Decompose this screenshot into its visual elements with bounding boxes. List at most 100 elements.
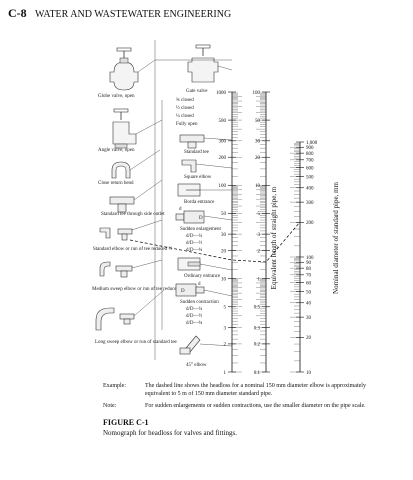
scale-mid-tick-label: 50: [255, 119, 261, 124]
scale-right-tick-label: 10: [306, 371, 312, 376]
sudden-enlargement-icon: d D: [175, 207, 205, 224]
fittings-left: Globe valve, open Angle valve, open Clos…: [92, 47, 184, 345]
svg-text:D: D: [181, 289, 185, 294]
label-sudden-contraction: Sudden contraction: [180, 300, 219, 305]
scale-right-tick-label: 600: [306, 166, 314, 171]
scale-right-tick-label: 80: [306, 267, 312, 272]
scale-left-tick-label: 30: [221, 233, 227, 238]
scale-right-tick-label: 800: [306, 152, 314, 157]
long-sweep-elbow-icon: [95, 307, 135, 331]
scale-right-tick-label: 70: [306, 274, 312, 279]
label-enl-12: d/D—½: [186, 241, 203, 246]
scale-right-tick-label: 700: [306, 159, 314, 164]
label-gate-34: ¾ closed: [176, 98, 194, 103]
backbone-lines: [154, 40, 163, 360]
scale-right-tick-label: 90: [306, 261, 312, 266]
label-gate-open: Fully open: [176, 122, 198, 127]
page-header: C-8 WATER AND WASTEWATER ENGINEERING: [8, 6, 231, 21]
label-close-return-bend: Close return bend: [98, 181, 134, 186]
scale-mid-tick-label: 2: [258, 249, 261, 254]
label-square-elbow: Square elbow: [184, 175, 212, 180]
medium-sweep-elbow-icon: [99, 261, 133, 278]
scale-right-tick-label: 100: [306, 256, 314, 261]
scale-mid-tick-label: 30: [255, 140, 261, 145]
standard-elbow-icon: [99, 227, 133, 241]
axis-label-pipe-diameter: Nominal diameter of standard pipe, mm: [332, 181, 340, 294]
tee-side-outlet-icon: [109, 196, 135, 213]
scale-left-tick-label: 5: [224, 306, 227, 311]
label-con-12: d/D—½: [186, 314, 203, 319]
scale-left-tick-label: 50: [221, 212, 227, 217]
scale-mid-tick-label: 0.2: [254, 343, 261, 348]
figure-caption: Nomograph for headloss for valves and fi…: [103, 429, 237, 437]
angle-valve-icon: [112, 108, 137, 149]
ordinary-entrance-icon: [177, 257, 201, 271]
scale-right-tick-label: 300: [306, 201, 314, 206]
scale-mid-tick-label: 5: [258, 212, 261, 217]
axis-label-pipe-diameter-text: Nominal diameter of standard pipe, mm: [332, 181, 340, 294]
label-con-14: d/D—¼: [186, 307, 203, 312]
label-con-34: d/D—¾: [186, 321, 203, 326]
scale-left-tick-label: 300: [219, 140, 227, 145]
scale-left-tick-label: 100: [219, 184, 227, 189]
sudden-contraction-icon: D d: [175, 282, 205, 297]
borda-entrance-icon: [177, 183, 201, 197]
svg-text:d: d: [198, 282, 201, 287]
scale-right-tick-label: 400: [306, 187, 314, 192]
axis-label-equivalent-length: Equivalent length of straight pipe, m: [270, 186, 278, 289]
label-standard-elbow: Standard elbow or run of tee reduced ½: [93, 247, 172, 252]
example-dashed-line: [129, 221, 301, 263]
label-long-sweep-elbow: Long sweep elbow or run of standard tee: [95, 340, 178, 345]
scale-mid-tick-label: 0.5: [254, 306, 261, 311]
label-elbow-45: 45° elbow: [186, 363, 207, 368]
return-bend-icon: [111, 161, 131, 179]
standard-tee-icon: [179, 134, 205, 149]
scale-right-tick-label: 50: [306, 290, 312, 295]
label-globe-valve: Globe valve, open: [98, 94, 135, 99]
scale-mid-tick-label: 0.1: [254, 371, 261, 376]
scale-mid-tick-label: 20: [255, 156, 261, 161]
scale-right-tick-label: 20: [306, 336, 312, 341]
label-gate-14: ¼ closed: [176, 114, 194, 119]
label-gate-12: ½ closed: [176, 106, 194, 111]
page-number: C-8: [8, 6, 27, 20]
gate-valve-icon: [187, 44, 219, 83]
label-tee-side-text: Standard tee through side outlet: [101, 212, 165, 217]
scale-left-tick-label: 200: [219, 156, 227, 161]
label-gate-valve: Gate valve: [186, 89, 208, 94]
scale-mid-tick-label: 10: [255, 184, 261, 189]
scale-left-tick-label: 1000: [216, 91, 227, 96]
example-label: Example:: [103, 383, 126, 389]
svg-text:D: D: [199, 216, 203, 221]
scale-mid-tick-label: 0.3: [254, 326, 261, 331]
example-text: The dashed line shows the headloss for a…: [145, 383, 366, 397]
scale-right-tick-label: 900: [306, 146, 314, 151]
scale-right-tick-label: 60: [306, 281, 312, 286]
label-standard-tee: Standard tee: [184, 150, 210, 155]
label-sudden-enlargement: Sudden enlargement: [180, 227, 221, 232]
scale-right-tick-label: 30: [306, 316, 312, 321]
figure-number: FIGURE C-1: [103, 418, 149, 427]
note-text: For sudden enlargements or sudden contra…: [145, 403, 366, 409]
scale-left-tick-label: 10: [221, 277, 227, 282]
elbow-45-icon: [179, 335, 201, 355]
label-enl-34: d/D—¾: [186, 248, 203, 253]
label-enl-14: d/D—¼: [186, 234, 203, 239]
label-medium-sweep-elbow: Medium sweep elbow or run of tee reduced…: [92, 287, 184, 292]
scale-left-tick-label: 1: [224, 371, 227, 376]
scale-left-tick-label: 500: [219, 119, 227, 124]
scale-left-tick-label: 3: [224, 326, 227, 331]
label-ordinary-entrance: Ordinary entrance: [184, 274, 221, 279]
scale-right-tick-label: 1,000: [306, 141, 318, 146]
label-borda-entrance: Borda entrance: [184, 200, 215, 205]
note-label: Note:: [103, 403, 117, 409]
running-title: WATER AND WASTEWATER ENGINEERING: [35, 9, 232, 20]
scale-mid-tick-label: 1: [258, 277, 261, 282]
fittings-right: Gate valve ¾ closed ½ closed ¼ closed Fu…: [175, 44, 221, 368]
scale-mid-tick-label: 100: [253, 91, 261, 96]
label-angle-valve: Angle valve, open: [98, 148, 135, 153]
scale-right-tick-label: 500: [306, 175, 314, 180]
